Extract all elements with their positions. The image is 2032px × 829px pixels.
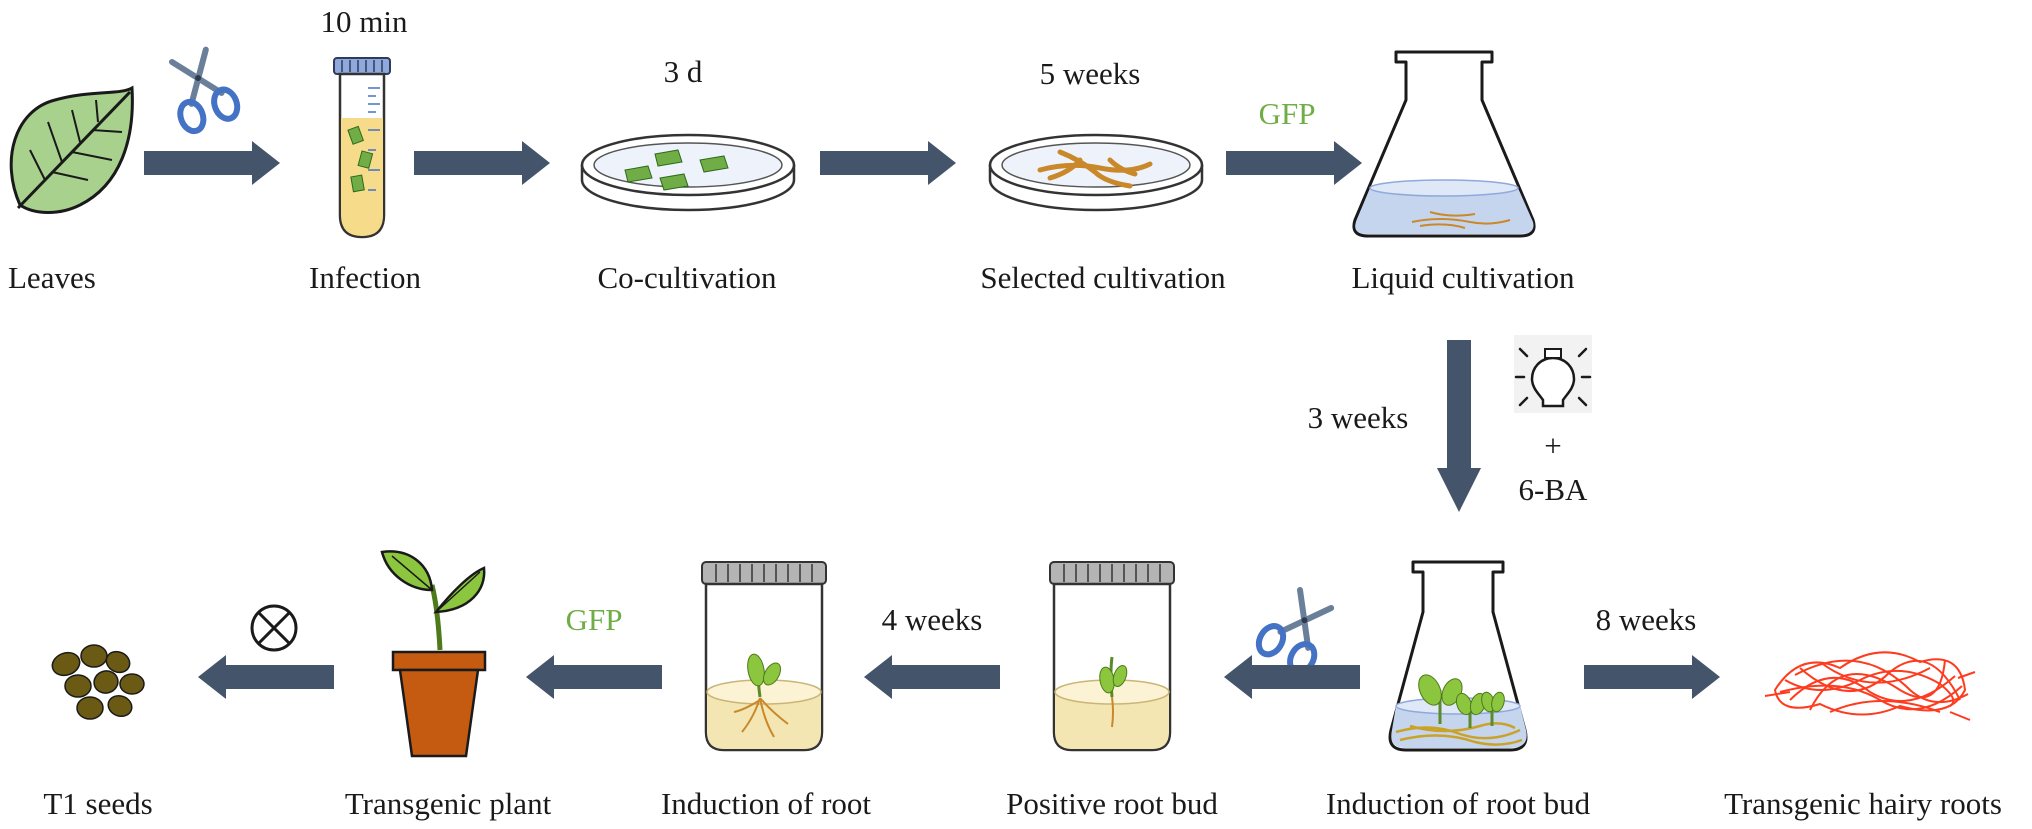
arrow-liquid-induction	[1437, 340, 1481, 512]
arrow-root-plant	[526, 655, 662, 699]
arrow-infection-cocultivation	[414, 141, 550, 185]
dish-icon	[580, 133, 796, 212]
vertical-time: 3 weeks	[1307, 400, 1409, 435]
label-infection: Infection	[309, 260, 421, 295]
flask-icon	[1352, 50, 1536, 238]
pot-plant-icon	[380, 550, 487, 758]
plus-sign: +	[1544, 428, 1562, 463]
bulb-icon	[1514, 335, 1592, 413]
label-selected-cultivation: Selected cultivation	[980, 260, 1226, 295]
hairy-roots-icon	[1764, 651, 1976, 721]
label-transgenic-plant: Transgenic plant	[344, 786, 552, 821]
hormone-label: 6-BA	[1518, 472, 1588, 507]
infection-time: 10 min	[320, 4, 408, 39]
gfp-label-bottom: GFP	[565, 602, 623, 637]
arrow-cocultivation-selected	[820, 141, 956, 185]
hairy-time: 8 weeks	[1595, 602, 1697, 637]
selected-time: 5 weeks	[1039, 56, 1141, 91]
arrow-positive-root	[864, 655, 1000, 699]
label-induction-of-root-bud: Induction of root bud	[1325, 786, 1591, 821]
seeds-icon	[51, 644, 145, 720]
arrow-induction-hairy	[1584, 655, 1720, 699]
label-leaves: Leaves	[8, 260, 96, 295]
label-cocultivation: Co-cultivation	[597, 260, 777, 295]
leaf-icon	[9, 85, 134, 214]
jar-icon	[700, 560, 828, 752]
gfp-label-top: GFP	[1258, 96, 1316, 131]
jar-icon	[1048, 560, 1176, 752]
selfing-icon	[250, 604, 298, 652]
cocultivation-time: 3 d	[663, 54, 703, 89]
arrow-selected-liquid	[1226, 141, 1362, 185]
arrow-leaves-infection	[144, 141, 280, 185]
label-liquid-cultivation: Liquid cultivation	[1351, 260, 1575, 295]
dish-roots-icon	[988, 133, 1204, 212]
root-time: 4 weeks	[881, 602, 983, 637]
flask-shoots-icon	[1388, 560, 1528, 752]
label-induction-of-root: Induction of root	[660, 786, 872, 821]
arrow-plant-seeds	[198, 655, 334, 699]
scissors-icon	[162, 46, 241, 134]
scissors-icon	[1254, 585, 1341, 677]
label-t1-seeds: T1 seeds	[43, 786, 153, 821]
tube-icon	[333, 57, 391, 239]
label-transgenic-hairy-roots: Transgenic hairy roots	[1724, 786, 2002, 821]
label-positive-root-bud: Positive root bud	[1006, 786, 1218, 821]
